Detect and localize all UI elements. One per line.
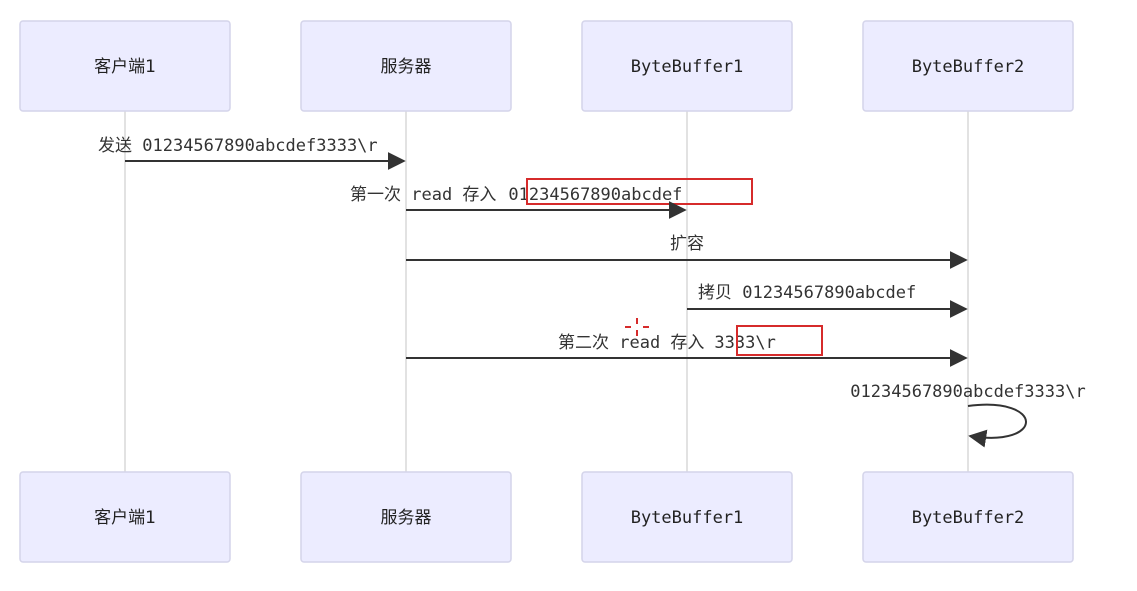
message-label-highlight: 01234567890abcdef xyxy=(508,185,682,205)
message-label-text: 01234567890abcdef3333\r xyxy=(142,136,377,156)
message-copy: 拷贝 01234567890abcdef xyxy=(687,283,968,318)
actor-top-bytebuffer1: ByteBuffer1 xyxy=(581,20,793,112)
message-label-prefix: 第一次 read 存入 xyxy=(350,185,496,205)
message-label-prefix: 发送 xyxy=(98,136,142,156)
message-label-highlight: 3333\r xyxy=(714,333,775,353)
self-message-arrow xyxy=(967,403,1027,448)
highlight-box xyxy=(736,325,823,356)
actor-bottom-bytebuffer2: ByteBuffer2 xyxy=(862,471,1074,563)
actor-label: 服务器 xyxy=(381,57,432,77)
message-label: 第一次 read 存入 01234567890abcdef xyxy=(350,185,682,205)
self-message: 01234567890abcdef3333\r xyxy=(850,382,1086,448)
actor-bottom-client1: 客户端1 xyxy=(19,471,231,563)
actor-label: ByteBuffer1 xyxy=(631,508,744,528)
cursor-crosshair-icon xyxy=(625,318,649,336)
message-second-read: 第二次 read 存入 3333\r xyxy=(406,325,968,367)
actor-top-server: 服务器 xyxy=(300,20,512,112)
message-first-read: 第一次 read 存入 01234567890abcdef xyxy=(350,178,753,219)
actor-top-bytebuffer2: ByteBuffer2 xyxy=(862,20,1074,112)
actor-label: 客户端1 xyxy=(94,508,156,528)
actor-top-client1: 客户端1 xyxy=(19,20,231,112)
highlight-box xyxy=(526,178,753,205)
actor-label: 客户端1 xyxy=(94,57,156,77)
message-label: 扩容 xyxy=(670,234,704,254)
actor-bottom-bytebuffer1: ByteBuffer1 xyxy=(581,471,793,563)
message-label-prefix: 第二次 read 存入 xyxy=(558,333,704,353)
actor-label: 服务器 xyxy=(381,508,432,528)
message-expand: 扩容 xyxy=(406,234,968,269)
self-message-label: 01234567890abcdef3333\r xyxy=(850,382,1085,402)
actor-label: ByteBuffer1 xyxy=(631,57,744,77)
actor-label: ByteBuffer2 xyxy=(912,508,1025,528)
actor-label: ByteBuffer2 xyxy=(912,57,1025,77)
message-label: 第二次 read 存入 3333\r xyxy=(558,333,776,353)
message-label: 拷贝 01234567890abcdef xyxy=(698,283,916,303)
actor-bottom-server: 服务器 xyxy=(300,471,512,563)
message-send: 发送 01234567890abcdef3333\r xyxy=(98,136,406,170)
message-label: 发送 01234567890abcdef3333\r xyxy=(98,136,378,156)
